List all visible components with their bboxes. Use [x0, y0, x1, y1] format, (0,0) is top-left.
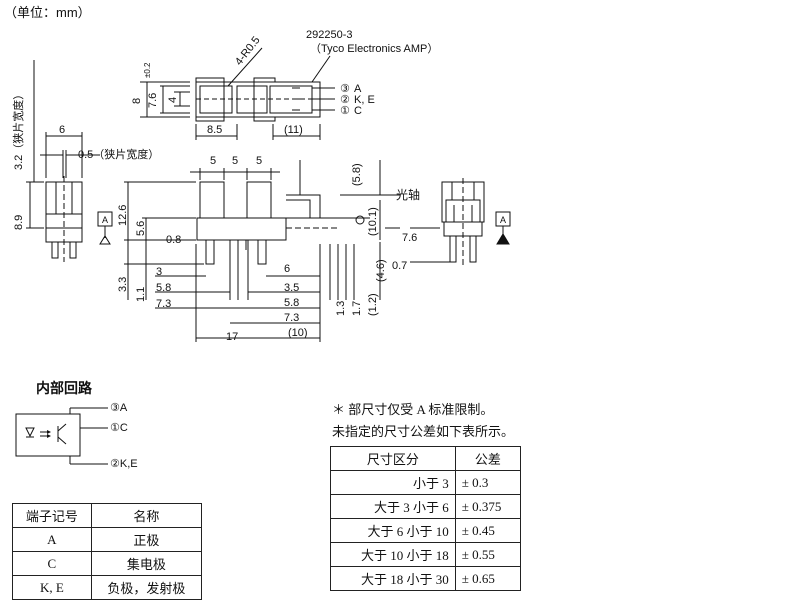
dim-0-8: 0.8 — [166, 234, 181, 246]
dim-6-right: 6 — [284, 263, 290, 275]
dim-1-1: 1.1 — [135, 287, 147, 302]
radius-label: 4-R0.5 — [233, 34, 263, 67]
dim-left-6: 6 — [59, 124, 65, 136]
header-size-range: 尺寸区分 — [330, 446, 456, 471]
dim-5-8-right: 5.8 — [284, 297, 299, 309]
tolerance-value: ± 0.375 — [454, 494, 522, 519]
size-range: 大于 6 小于 10 — [330, 518, 456, 543]
pin-name: 集电极 — [90, 551, 203, 576]
pin-2-label: ② — [340, 94, 350, 106]
size-range: 小于 3 — [330, 470, 456, 495]
table-row: 大于 6 小于 10 ± 0.45 — [330, 518, 522, 543]
dim-1-3: 1.3 — [335, 301, 347, 316]
ref-a-right: A — [500, 215, 506, 225]
tolerance-value: ± 0.3 — [454, 470, 522, 495]
table-row: 大于 3 小于 6 ± 0.375 — [330, 494, 522, 519]
tolerance-value: ± 0.65 — [454, 566, 522, 591]
pin-symbol: K, E — [12, 575, 92, 600]
dim-17: 17 — [226, 331, 238, 343]
led-icon — [25, 427, 35, 438]
dim-pitch-5c: 5 — [256, 155, 262, 167]
dim-5-8: 5.8 — [156, 282, 171, 294]
dim-3: 3 — [156, 266, 162, 278]
table-header-row: 端子记号 名称 — [12, 503, 203, 528]
pin-name: 负极，发射极 — [90, 575, 203, 600]
header-tolerance: 公差 — [454, 446, 522, 471]
pin-name: 正极 — [90, 527, 203, 552]
dim-pitch-5b: 5 — [232, 155, 238, 167]
dim-5-6: 5.6 — [135, 221, 147, 236]
pin-1-name: C — [354, 105, 362, 117]
pin-symbol: C — [12, 551, 92, 576]
table-row: C 集电极 — [12, 551, 203, 576]
optical-axis-label: 光轴 — [396, 187, 420, 202]
front-view — [196, 181, 370, 300]
size-range: 大于 3 小于 6 — [330, 494, 456, 519]
dim-left-8-9: 8.9 — [13, 215, 25, 230]
table-header-row: 尺寸区分 公差 — [330, 446, 522, 471]
dim-7-6: 7.6 — [402, 232, 417, 244]
dim-slit-width: 0.5（狭片宽度） — [78, 147, 159, 161]
tolerance-value: ± 0.45 — [454, 518, 522, 543]
dim-1-7: 1.7 — [351, 301, 363, 316]
circuit-title: 内部回路 — [36, 380, 92, 396]
circuit-pin-a: ③A — [110, 402, 128, 414]
pin-symbol: A — [12, 527, 92, 552]
dim-4-6: (4.6) — [375, 259, 387, 282]
circuit-diagram — [15, 407, 108, 465]
dim-top-4: 4 — [167, 97, 179, 103]
dim-top-11: (11) — [284, 124, 303, 136]
circuit-pin-ke: ②K,E — [110, 458, 138, 470]
dim-top-8: 8 — [131, 98, 143, 104]
table-row: 大于 10 小于 18 ± 0.55 — [330, 542, 522, 567]
left-side-view — [45, 176, 83, 262]
dim-5-8-paren: (5.8) — [351, 163, 363, 186]
header-pin-symbol: 端子记号 — [12, 503, 92, 528]
connector-maker-label: （Tyco Electronics AMP） — [310, 42, 438, 55]
dim-3-3: 3.3 — [117, 277, 129, 292]
table-row: K, E 负极，发射极 — [12, 575, 203, 600]
dim-7-3: 7.3 — [156, 298, 171, 310]
circuit-pin-c: ①C — [110, 422, 128, 434]
dim-7-3-right: 7.3 — [284, 312, 299, 324]
table-row: A 正极 — [12, 527, 203, 552]
note-line-1: ＊ 部尺寸仅受 A 标准限制。 — [332, 402, 494, 417]
dim-12-6: 12.6 — [117, 205, 129, 226]
connector-part-label: 292250-3 — [306, 29, 353, 41]
dim-10: (10) — [288, 327, 308, 339]
dimension-drawing: 292250-3 （Tyco Electronics AMP） 4-R0.5 ③… — [11, 29, 511, 343]
pin-3-label: ③ — [340, 83, 350, 95]
top-view — [195, 77, 321, 122]
pin-2-name: K, E — [354, 94, 375, 106]
size-range: 大于 18 小于 30 — [330, 566, 456, 591]
header-pin-name: 名称 — [90, 503, 203, 528]
dim-1-2: (1.2) — [367, 293, 379, 316]
ref-a-left: A — [102, 215, 108, 225]
dim-top-7-6: 7.6 — [147, 93, 159, 108]
dim-slit-position: 3.2（狭片宽度） — [11, 89, 25, 170]
dim-pitch-5a: 5 — [210, 155, 216, 167]
right-side-view — [441, 178, 485, 266]
tolerance-value: ± 0.55 — [454, 542, 522, 567]
pin-1-label: ① — [340, 105, 350, 117]
note-line-2: 未指定的尺寸公差如下表所示。 — [332, 424, 515, 439]
tolerance-table: 尺寸区分 公差 小于 3 ± 0.3 大于 3 小于 6 ± 0.375 大于 … — [330, 446, 522, 591]
dim-3-5: 3.5 — [284, 282, 299, 294]
dim-10-1: (10.1) — [367, 207, 379, 236]
unit-note: （单位：mm） — [4, 5, 91, 20]
table-row: 大于 18 小于 30 ± 0.65 — [330, 566, 522, 591]
pin-table: 端子记号 名称 A 正极 C 集电极 K, E 负极，发射极 — [12, 503, 203, 600]
table-row: 小于 3 ± 0.3 — [330, 470, 522, 495]
dim-0-7: 0.7 — [392, 260, 407, 272]
pin-3-name: A — [354, 83, 362, 95]
dim-top-8-5: 8.5 — [207, 124, 222, 136]
dim-top-tol: ±0.2 — [143, 62, 152, 78]
size-range: 大于 10 小于 18 — [330, 542, 456, 567]
